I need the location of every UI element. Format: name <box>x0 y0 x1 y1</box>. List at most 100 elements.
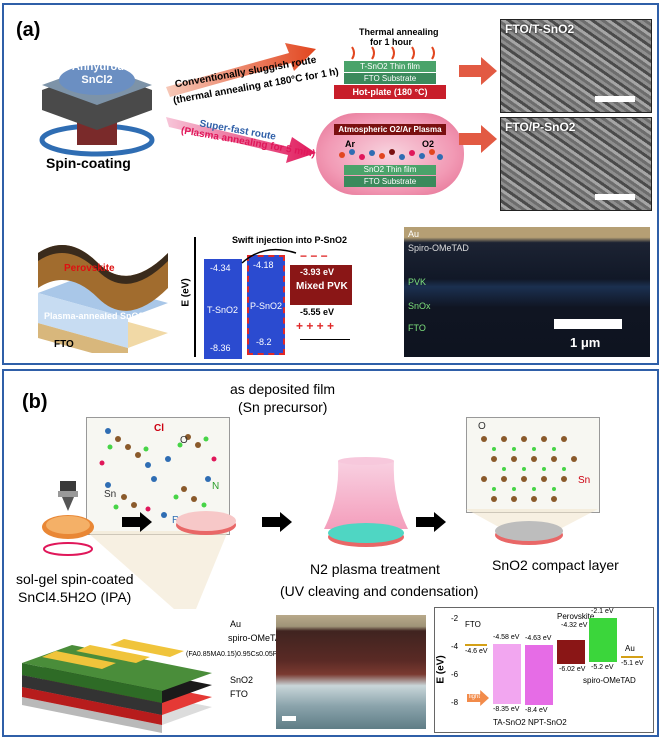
band-fto: FTO <box>465 620 481 629</box>
minus-charges: − − − <box>300 249 328 263</box>
lattice-sn: Sn <box>578 475 591 486</box>
band-fto-val: -4.6 eV <box>465 648 488 655</box>
n2-line2: (UV cleaving and condensation) <box>280 583 479 599</box>
p-sno2-band <box>247 255 285 355</box>
cross-snox: SnOx <box>408 301 431 311</box>
spin-coater-illustration <box>39 65 155 157</box>
injection-label: Swift injection into P-SnO2 <box>232 235 348 245</box>
energy-ylabel: E (eV) <box>180 278 192 307</box>
arrow-3-head <box>434 512 446 532</box>
pvk-bot-b: -6.02 eV <box>559 666 586 673</box>
cross-pvk: PVK <box>408 277 427 287</box>
lattice-o: O <box>478 421 486 432</box>
compact-disk <box>495 521 563 545</box>
au-val-b: -5.1 eV <box>621 660 644 667</box>
dev-fto: FTO <box>230 689 248 699</box>
cross-section-b <box>276 615 426 729</box>
cross-section-sem: Au Spiro-OMeTAD PVK SnOx FTO 1 μm <box>404 227 650 357</box>
route-arrows <box>166 43 316 163</box>
heat-waves <box>351 46 435 60</box>
panel-a-label: (a) <box>16 19 41 41</box>
pvk-band <box>290 265 352 305</box>
compact-label: SnO2 compact layer <box>492 557 619 573</box>
cross-fto: FTO <box>408 323 426 333</box>
p-bot: -8.2 <box>256 337 272 347</box>
spin-coat-step <box>42 481 94 556</box>
thermal-title1: Thermal annealing <box>359 27 439 37</box>
arrow-1-head <box>140 512 152 532</box>
dev-au: Au <box>230 619 242 629</box>
solgel-line2: SnCl4.5H2O (IPA) <box>18 589 132 605</box>
fto-substrate-2: FTO Substrate <box>344 176 436 187</box>
dev-sno2: SnO2 <box>230 675 254 685</box>
fto-line <box>465 644 487 646</box>
cross-scale-label: 1 μm <box>570 335 601 350</box>
deposited-line2: (Sn precursor) <box>238 399 328 415</box>
substrate-label: Anhydrous SnCl2 <box>72 61 131 86</box>
arrow-2 <box>262 517 280 527</box>
light-arrow <box>467 690 489 706</box>
ar-label: Ar <box>345 139 356 149</box>
sno2-film: SnO2 Thin film <box>344 165 436 175</box>
zoom-lines-1 <box>86 531 228 609</box>
solgel-line1: sol-gel spin-coated <box>16 571 134 587</box>
hot-plate: Hot-plate (180 °C) <box>334 85 446 99</box>
tick-m4: -4 <box>451 642 459 651</box>
n2-line1: N2 plasma treatment <box>310 561 440 577</box>
tick-m2: -2 <box>451 614 459 623</box>
sem1-label: FTO/T-SnO2 <box>505 22 575 36</box>
plasma-particles <box>339 149 443 160</box>
band-diagram-b: E (eV) -2 -4 -6 -8 FTO -4.6 eV light -4.… <box>434 607 654 733</box>
panel-b-label: (b) <box>22 391 48 413</box>
band-b-ylabel: E (eV) <box>435 655 447 684</box>
panel-a: (a) Anhydrous SnCl2 Spin-coating Convent… <box>2 3 659 365</box>
sem2-scalebar <box>595 194 635 200</box>
spiro-top-b: -2.1 eV <box>591 608 614 615</box>
t-top: -4.34 <box>210 263 231 273</box>
t-sno2-band <box>204 259 242 359</box>
fto-substrate-1: FTO Substrate <box>344 73 436 84</box>
thermal-title2: for 1 hour <box>370 37 412 47</box>
stack-plasma-sno2: Plasma-annealed SnO2 <box>44 311 144 321</box>
dev-spiro: spiro-OMeTAD <box>228 633 288 643</box>
spiro-band-b <box>589 618 617 662</box>
plus-charges: + + + + <box>296 319 335 333</box>
panel-b: (b) as deposited film (Sn precursor) Cl … <box>2 369 659 737</box>
band-xlabels: TA-SnO2 NPT-SnO2 <box>493 718 567 727</box>
atom-n: N <box>212 481 220 492</box>
sem2-label: FTO/P-SnO2 <box>505 120 576 134</box>
stack-fto: FTO <box>54 339 74 350</box>
pvk-name-b: Perovskite <box>557 612 595 621</box>
npt-bot: -8.4 eV <box>525 707 548 714</box>
tick-m6: -6 <box>451 670 459 679</box>
pvk-band-b <box>557 640 585 664</box>
atom-o: O <box>180 435 188 446</box>
spiro-name-b: spiro-OMeTAD <box>583 676 636 685</box>
stack-perovskite: Perovskite <box>64 263 115 274</box>
cross-scalebar <box>554 319 622 329</box>
ta-bot: -8.35 eV <box>493 706 520 713</box>
dev-pvk: (FA0.85MA0.15)0.95Cs0.05Pb(I0.85Br0.15)3 <box>186 651 327 658</box>
pvk-top: -3.93 eV <box>300 267 335 277</box>
arrow-1 <box>122 517 140 527</box>
pvk-top-b: -4.32 eV <box>561 622 588 629</box>
precursor-molecules <box>99 428 217 518</box>
device-3d <box>22 639 212 733</box>
au-name-b: Au <box>625 644 635 653</box>
pvk-name: Mixed PVK <box>296 281 348 292</box>
injection-arrow <box>241 248 297 264</box>
atom-sn: Sn <box>104 489 117 500</box>
plasma-bell <box>324 457 408 547</box>
spin-coating-label: Spin-coating <box>46 155 131 171</box>
t-name: T-SnO2 <box>207 305 239 315</box>
device-stack <box>38 245 168 353</box>
atom-cl: Cl <box>154 423 164 434</box>
to-sem-arrows <box>459 57 497 153</box>
cross-b-scalebar <box>282 716 296 721</box>
p-top: -4.18 <box>253 260 274 270</box>
plasma-title: Atmospheric O2/Ar Plasma <box>334 124 446 135</box>
lattice-atoms <box>481 436 577 502</box>
spiro-bot-b: -5.2 eV <box>591 664 614 671</box>
arrow-2-head <box>280 512 292 532</box>
